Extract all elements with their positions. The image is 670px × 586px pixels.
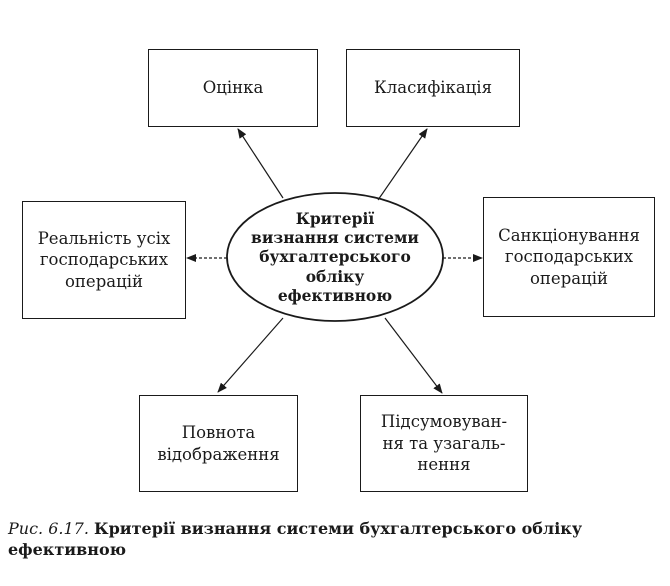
arrow-to-bottom-right (384, 317, 443, 394)
box-classification: Класифікація (346, 49, 520, 127)
center-ellipse (226, 192, 444, 322)
figure-title-line2: ефективною (8, 539, 127, 559)
box-completeness-label: Повнота відображення (157, 423, 280, 464)
box-authorization-label: Санкціонування господарських операцій (498, 225, 640, 288)
box-summarization-label: Підсумовуван- ня та узагаль- нення (380, 412, 508, 475)
box-reality-label: Реальність усіх господарських операцій (37, 228, 171, 291)
box-classification-label: Класифікація (374, 78, 492, 98)
arrow-to-top-left (237, 128, 284, 199)
figure-title-line1: Критерії визнання системи бухгалтерськог… (94, 519, 583, 538)
center-label: Критерії визнання системи бухгалтерськог… (251, 208, 419, 306)
figure-label: Рис. 6.17. (8, 519, 89, 538)
arrow-to-bottom-left (217, 317, 284, 393)
box-summarization: Підсумовуван- ня та узагаль- нення (360, 395, 528, 492)
box-completeness: Повнота відображення (139, 395, 298, 492)
arrow-to-top-right (377, 128, 428, 201)
box-reality-of-operations: Реальність усіх господарських операцій (22, 201, 186, 319)
box-authorization-of-operations: Санкціонування господарських операцій (483, 197, 655, 317)
box-assessment-label: Оцінка (202, 78, 264, 98)
figure-caption: Рис. 6.17. Критерії визнання системи бух… (8, 519, 670, 561)
box-assessment: Оцінка (148, 49, 318, 127)
